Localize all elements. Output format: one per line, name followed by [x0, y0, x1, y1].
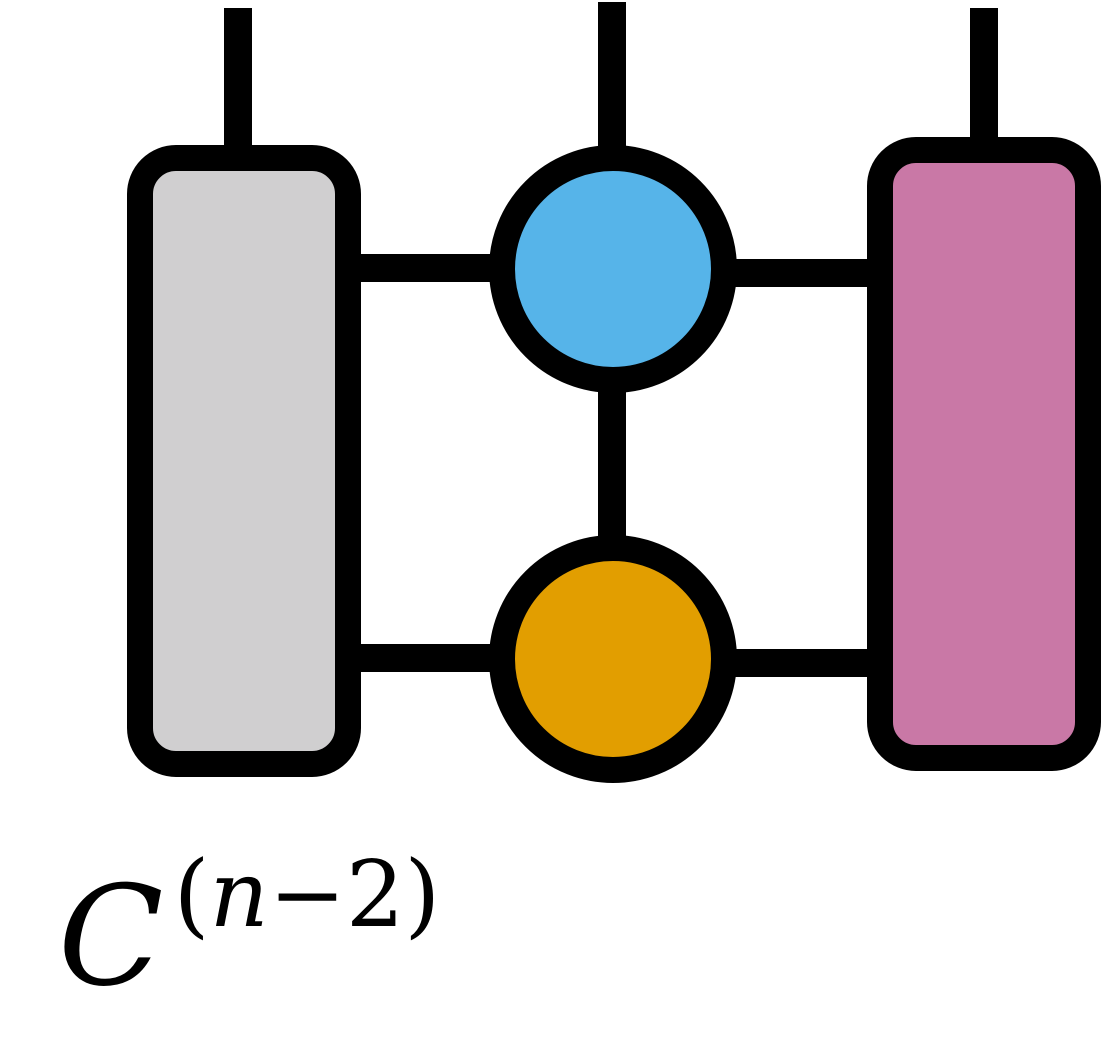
- formula-var: n: [209, 841, 269, 948]
- formula-base: C: [58, 856, 164, 1017]
- right-tensor: [867, 137, 1101, 771]
- top-node: [489, 145, 737, 393]
- left-tensor: [127, 145, 361, 777]
- bottom-node: [489, 535, 737, 783]
- formula-operator: −: [268, 841, 346, 948]
- formula-superscript: (n−2): [174, 841, 441, 948]
- formula-label: C(n−2): [58, 841, 440, 1006]
- formula-close-paren: ): [404, 841, 441, 948]
- formula-open-paren: (: [173, 841, 210, 948]
- formula-number: 2: [345, 841, 405, 948]
